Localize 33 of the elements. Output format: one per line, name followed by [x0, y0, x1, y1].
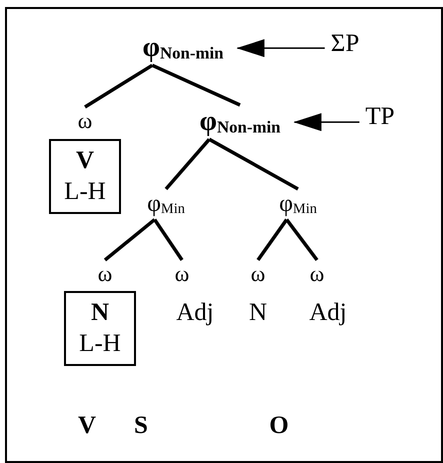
- tree-branch: [153, 218, 184, 261]
- tree-node-label: ω: [98, 263, 112, 285]
- tree-node-label: ω: [310, 263, 324, 285]
- arrow: [236, 39, 325, 58]
- tree-branch: [208, 138, 299, 191]
- category-label: V: [76, 146, 94, 176]
- boxed-word: [64, 291, 136, 366]
- word-label: Adj: [176, 300, 214, 325]
- tree-node-label: φ$_{Non-min}$: [142, 34, 224, 62]
- tone-label: L-H: [79, 329, 121, 360]
- boxed-word: [49, 139, 121, 214]
- tree-node-label: ω: [174, 263, 190, 285]
- tree-branch: [104, 218, 156, 262]
- word-label: S: [134, 413, 148, 438]
- word-label: N: [248, 300, 268, 325]
- tree-branch: [152, 64, 241, 107]
- tree-node-label: φ$_{Min}$: [147, 192, 185, 217]
- tree-branch: [164, 138, 211, 190]
- tone-label: L-H: [64, 177, 106, 208]
- tree-branch: [285, 218, 318, 262]
- tree-node-label: TP: [365, 104, 395, 129]
- tree-branch: [84, 64, 154, 108]
- tree-node-label: ω: [250, 263, 266, 285]
- word-label: Adj: [309, 300, 347, 325]
- tree-node-label: ω: [78, 110, 92, 132]
- tree-branch: [256, 218, 288, 261]
- word-label: O: [269, 413, 289, 438]
- arrow: [293, 113, 360, 132]
- tree-node-label: φ$_{Non-min}$: [200, 108, 280, 136]
- word-label: V: [78, 413, 96, 438]
- tree-node-label: ΣP: [330, 31, 360, 56]
- tree-node-label: φ$_{Min}$: [279, 192, 317, 217]
- category-label: N: [90, 298, 110, 328]
